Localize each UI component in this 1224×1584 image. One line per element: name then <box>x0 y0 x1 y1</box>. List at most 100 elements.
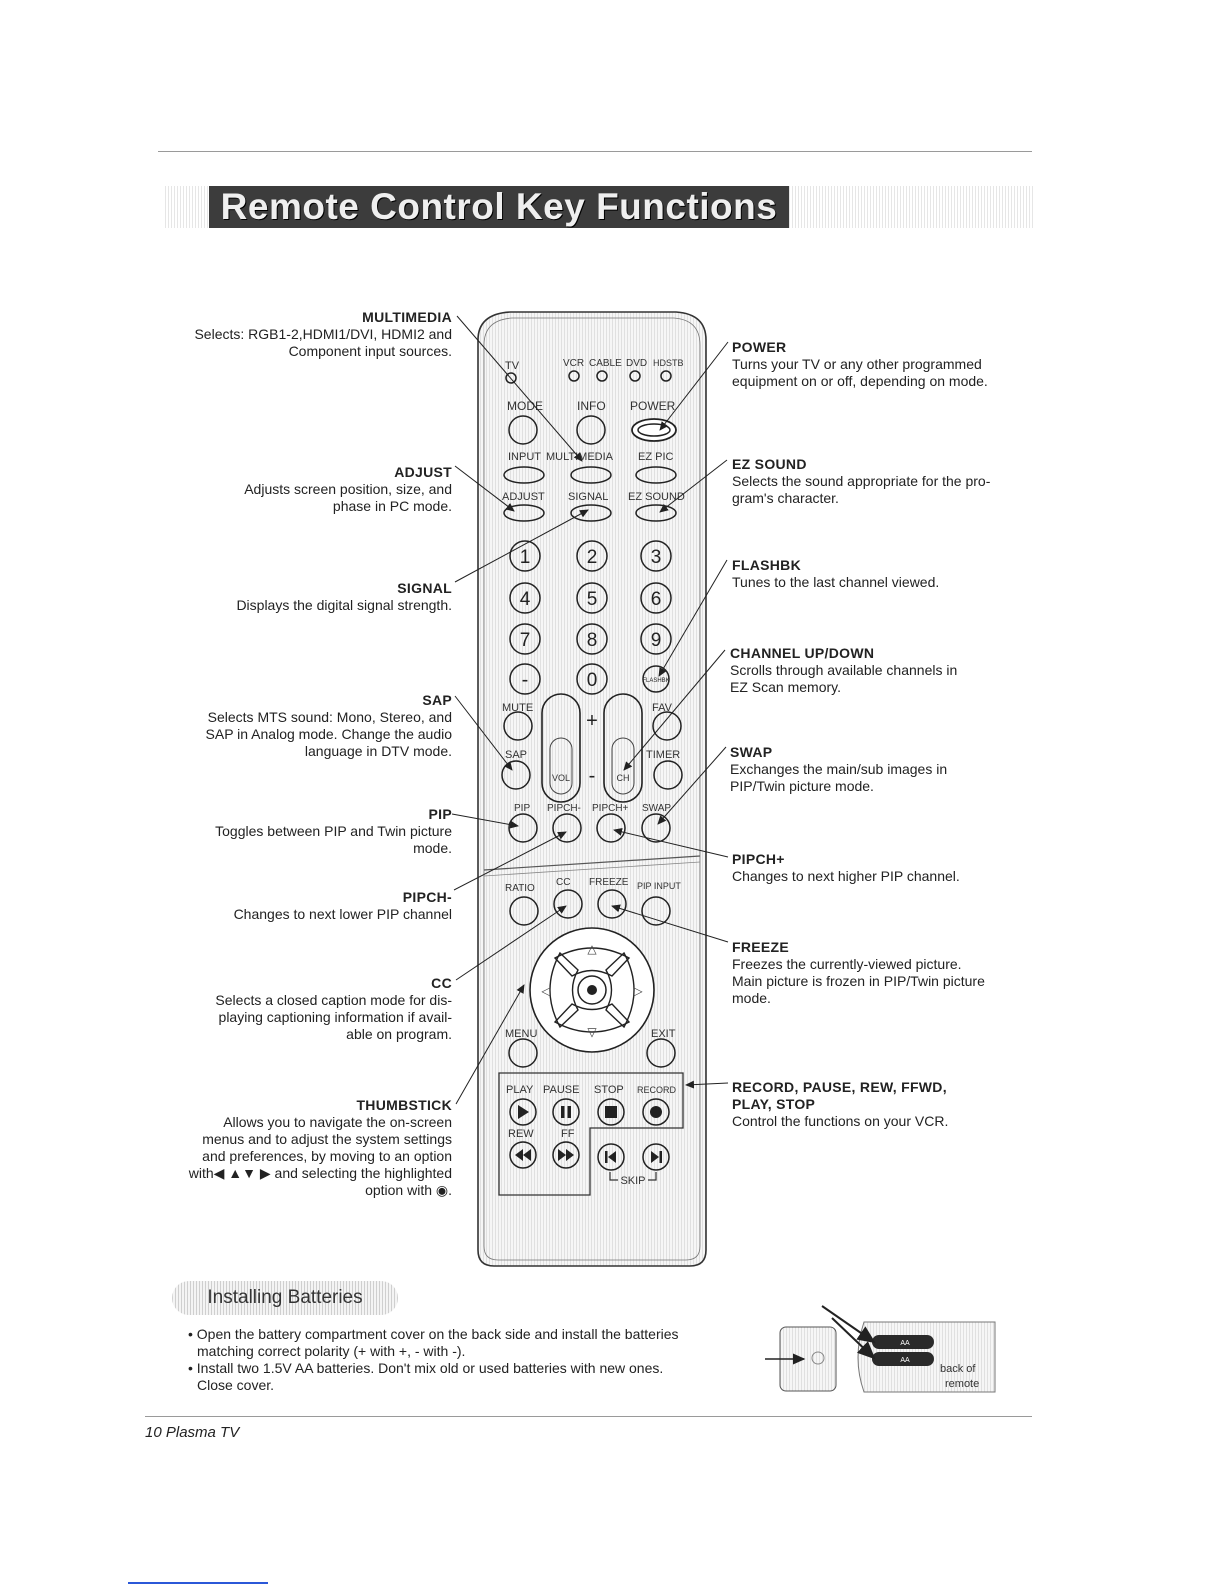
svg-text:7: 7 <box>520 630 531 651</box>
digit-button-4[interactable]: 4 <box>509 582 541 614</box>
input-button[interactable] <box>503 466 545 484</box>
thumbstick-down[interactable] <box>553 1003 631 1033</box>
label-power: POWER Turns your TV or any other program… <box>732 339 988 390</box>
mode-led-tv <box>505 372 517 384</box>
image-caption: remote <box>945 1378 979 1390</box>
thumbstick-left[interactable] <box>549 951 579 1029</box>
label-swap: SWAP Exchanges the main/sub images in PI… <box>730 744 947 795</box>
pause-button[interactable] <box>552 1098 580 1126</box>
callout-swap <box>657 746 727 825</box>
title-banner: Remote Control Key Functions <box>209 186 789 228</box>
mode-led-vcr <box>568 370 580 382</box>
flashbk-button[interactable]: FLASHBK <box>642 665 670 693</box>
digit-button-1[interactable]: 1 <box>509 540 541 572</box>
battery-1 <box>872 1335 934 1349</box>
digit-button-9[interactable]: 9 <box>640 623 672 655</box>
thumbstick-right[interactable] <box>605 951 635 1029</box>
svg-text:8: 8 <box>587 630 598 651</box>
label-line: EZ Scan memory. <box>730 679 841 695</box>
installing-batteries-heading: Installing Batteries <box>172 1281 398 1315</box>
pip-button[interactable] <box>508 813 538 843</box>
label-title: FREEZE <box>732 939 790 955</box>
adjust-button[interactable] <box>503 504 545 522</box>
skip-label: SKIP <box>620 1175 645 1187</box>
play-button[interactable] <box>509 1098 537 1126</box>
ch-label: CH <box>617 773 630 783</box>
btn-label-pipch-minus: PIPCH- <box>547 803 581 814</box>
mute-button[interactable] <box>503 711 533 741</box>
ratio-button[interactable] <box>509 896 539 926</box>
record-button[interactable] <box>642 1098 670 1126</box>
ez-sound-button[interactable] <box>635 504 677 522</box>
pip-input-button[interactable] <box>641 896 671 926</box>
digit-button-0[interactable]: 0 <box>576 663 608 695</box>
multimedia-button[interactable] <box>570 466 612 484</box>
cc-button[interactable] <box>553 889 583 919</box>
label-adjust: ADJUST Adjusts screen position, size, an… <box>244 464 452 515</box>
label-line: Main picture is frozen in PIP/Twin pictu… <box>732 973 985 989</box>
label-pipch-plus: PIPCH+ Changes to next higher PIP channe… <box>732 851 960 885</box>
label-line: Selects a closed caption mode for dis- <box>215 992 452 1008</box>
signal-button[interactable] <box>570 504 612 522</box>
battery-arrow <box>831 1317 876 1360</box>
label-line: Changes to next higher PIP channel. <box>732 868 960 884</box>
sap-button[interactable] <box>501 760 531 790</box>
label-line: Tunes to the last channel viewed. <box>732 574 940 590</box>
installing-batteries-title: Installing Batteries <box>207 1287 363 1308</box>
callout-pip <box>451 813 519 829</box>
pipch-plus-button[interactable] <box>596 813 626 843</box>
pipch-minus-button[interactable] <box>552 813 582 843</box>
skip-forward-icon <box>651 1151 659 1163</box>
label-line: mode. <box>732 990 771 1006</box>
callout-multimedia <box>456 315 583 462</box>
minus-sign: - <box>589 765 596 787</box>
svg-text:0: 0 <box>587 670 598 691</box>
digit-button-7[interactable]: 7 <box>509 623 541 655</box>
svg-text:6: 6 <box>651 589 662 610</box>
callout-adjust <box>454 465 515 512</box>
mode-button[interactable] <box>508 415 538 445</box>
label-line: Displays the digital signal strength. <box>236 597 452 613</box>
volume-rocker[interactable] <box>541 693 581 803</box>
skip-back-button[interactable] <box>597 1143 625 1171</box>
label-line: with◀ ▲▼ ▶ and selecting the highlighted <box>188 1165 452 1181</box>
svg-text:1: 1 <box>520 547 531 568</box>
timer-button[interactable] <box>653 760 683 790</box>
mode-label-hdstb: HDSTB <box>653 358 684 368</box>
freeze-button[interactable] <box>597 889 627 919</box>
remote-divider <box>483 855 701 871</box>
btn-label-info: INFO <box>577 399 606 413</box>
digit-button-2[interactable]: 2 <box>576 540 608 572</box>
label-line: and preferences, by moving to an option <box>202 1148 452 1164</box>
digit-button-8[interactable]: 8 <box>576 623 608 655</box>
rewind-button[interactable] <box>509 1141 537 1169</box>
btn-label-mute: MUTE <box>502 702 533 714</box>
left-arrow-icon: ◁ <box>541 984 551 998</box>
btn-label-stop: STOP <box>594 1084 624 1096</box>
battery-arrow <box>821 1305 876 1344</box>
thumbstick-up[interactable] <box>553 947 631 977</box>
stop-icon <box>605 1106 617 1118</box>
fav-button[interactable] <box>652 711 682 741</box>
fast-forward-button[interactable] <box>552 1141 580 1169</box>
exit-button[interactable] <box>646 1038 676 1068</box>
battery-label: AA <box>900 1340 910 1347</box>
btn-label-sap: SAP <box>505 749 527 761</box>
callout-thumbstick <box>455 984 525 1105</box>
digit-button-5[interactable]: 5 <box>576 582 608 614</box>
digit-button-6[interactable]: 6 <box>640 582 672 614</box>
stop-button[interactable] <box>597 1098 625 1126</box>
enter-button[interactable] <box>577 975 607 1005</box>
skip-forward-button[interactable] <box>642 1143 670 1171</box>
svg-text:5: 5 <box>587 589 598 610</box>
svg-text:4: 4 <box>520 589 531 610</box>
menu-button[interactable] <box>508 1038 538 1068</box>
ez-pic-button[interactable] <box>635 466 677 484</box>
swap-button[interactable] <box>641 813 671 843</box>
info-button[interactable] <box>576 415 606 445</box>
btn-label-swap: SWAP <box>642 803 671 814</box>
digit-button-3[interactable]: 3 <box>640 540 672 572</box>
btn-label-pipch-plus: PIPCH+ <box>592 803 629 814</box>
dash-button[interactable]: - <box>509 663 541 695</box>
